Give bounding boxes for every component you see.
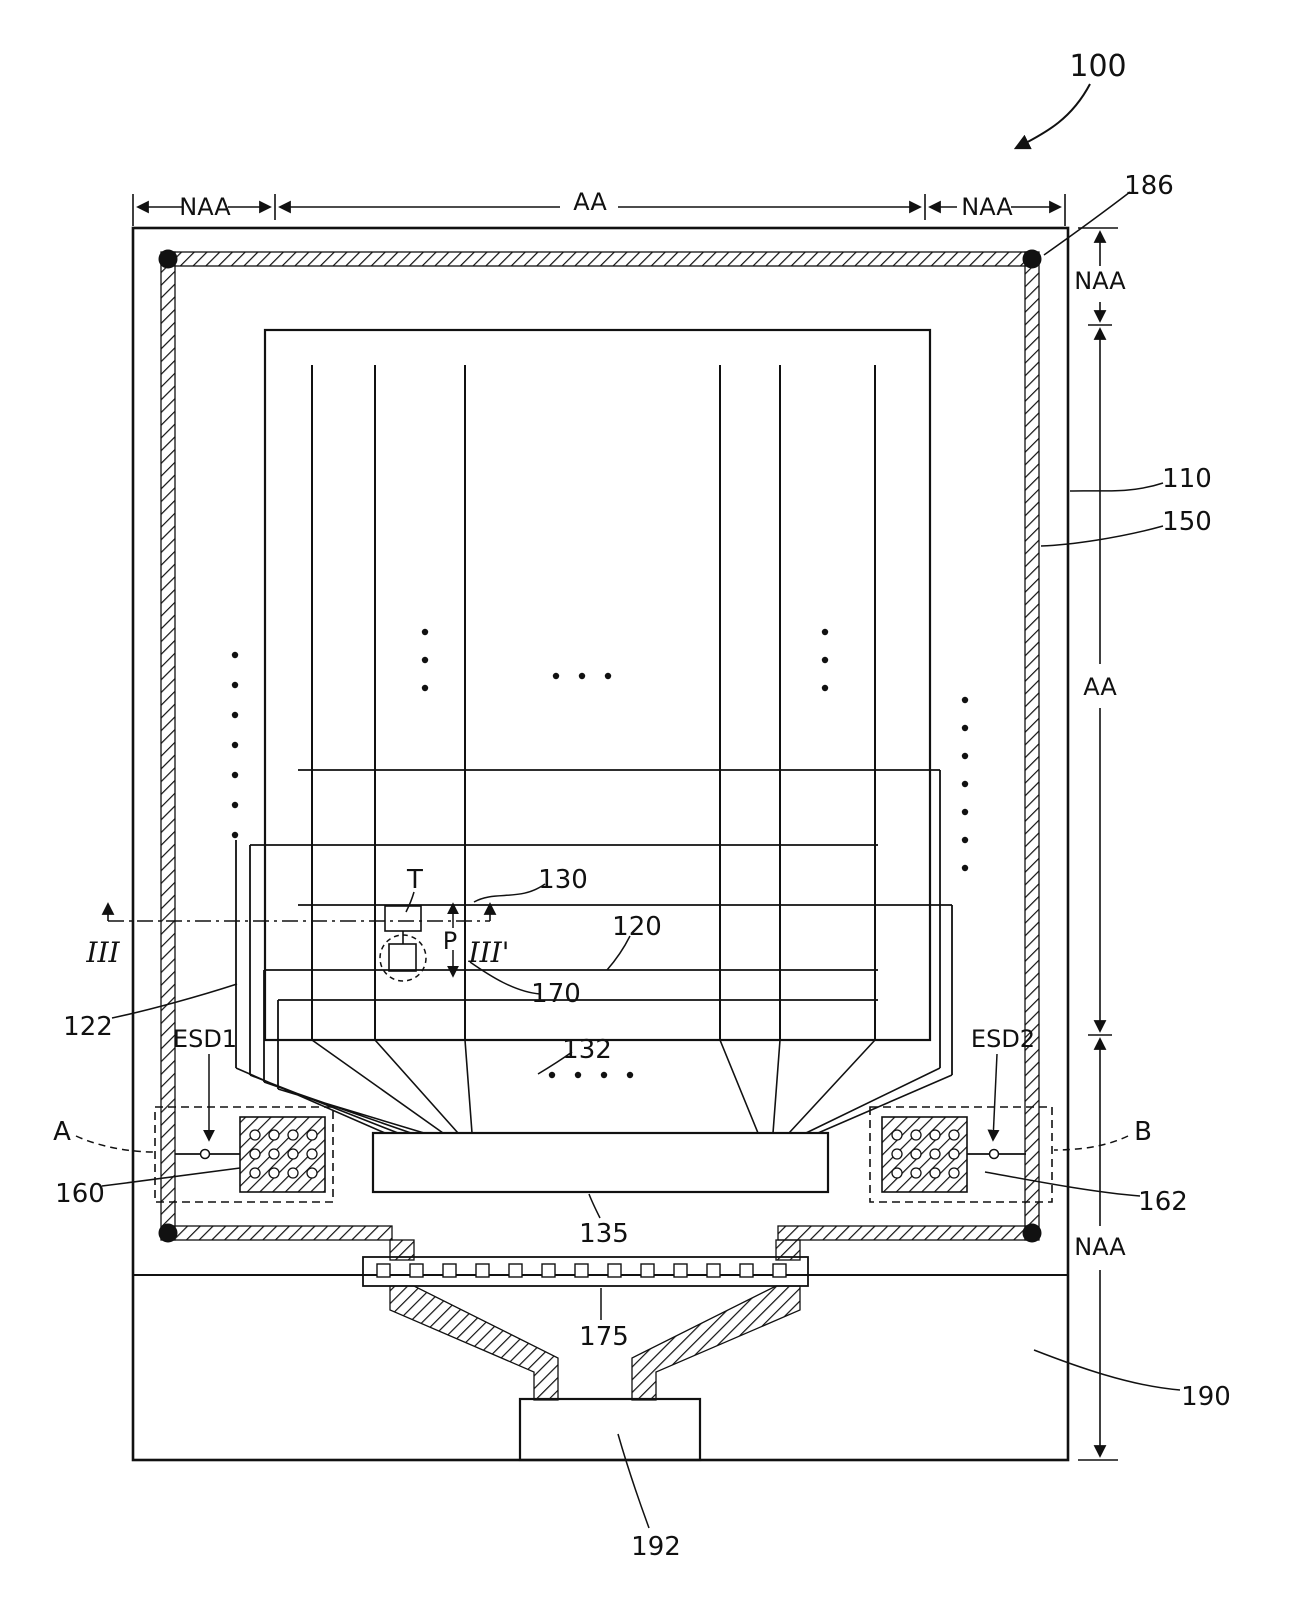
dim-naa-top-right: NAA <box>961 193 1013 221</box>
esd-right <box>869 1106 1053 1203</box>
connector-block <box>518 1397 702 1462</box>
esd-right-dots <box>891 1129 960 1179</box>
pad-row-outline <box>362 1256 809 1287</box>
seal-bottom-right <box>777 1225 1027 1241</box>
tft-top-box <box>384 905 422 932</box>
dim-naa-right-bottom: NAA <box>1074 1233 1126 1261</box>
dim-aa-right: AA <box>1083 673 1117 701</box>
label-130: 130 <box>538 865 588 895</box>
fanout-link-lines <box>235 1039 953 1134</box>
leader-b <box>1053 1135 1129 1151</box>
leader-135 <box>588 1193 601 1219</box>
driver-ic <box>371 1131 830 1194</box>
label-132: 132 <box>562 1035 612 1065</box>
leader-186 <box>1043 191 1131 256</box>
seal-top <box>167 251 1033 267</box>
label-b: B <box>1134 1117 1152 1147</box>
gate-lines <box>235 769 953 1089</box>
label-100: 100 <box>1069 49 1126 84</box>
label-120: 120 <box>612 912 662 942</box>
leader-120 <box>606 935 631 971</box>
leader-esd2-arrow <box>987 1053 1000 1142</box>
label-150: 150 <box>1162 507 1212 537</box>
dim-naa-top-left: NAA <box>179 193 231 221</box>
label-135: 135 <box>579 1219 629 1249</box>
ellipsis-dots <box>231 628 969 1079</box>
esd-right-dashed-box <box>869 1106 1053 1203</box>
label-110: 110 <box>1162 464 1212 494</box>
label-190: 190 <box>1181 1382 1231 1412</box>
fpc-hatched-bands <box>389 1239 801 1401</box>
corner-dot-top-left <box>158 249 178 269</box>
seal-left <box>160 251 176 1241</box>
dim-naa-right-top: NAA <box>1074 267 1126 295</box>
leader-122 <box>111 983 238 1019</box>
pixel-detail <box>379 902 459 982</box>
corner-marks <box>158 249 1042 1243</box>
leader-lines <box>75 83 1181 1529</box>
section-line <box>101 902 497 922</box>
esd-left-dashed-box <box>154 1106 334 1203</box>
leader-162 <box>984 1171 1141 1197</box>
label-162: 162 <box>1138 1187 1188 1217</box>
leader-130 <box>473 883 546 903</box>
tft-dashed-circle <box>379 934 427 982</box>
seal-bottom-left <box>167 1225 393 1241</box>
label-t: T <box>406 865 423 895</box>
corner-dot-bottom-left <box>158 1223 178 1243</box>
leader-110 <box>1069 482 1164 492</box>
corner-dot-bottom-right <box>1022 1223 1042 1243</box>
label-section-left: III <box>85 936 120 969</box>
leader-100 <box>1013 83 1091 150</box>
seal-line <box>160 251 1040 1241</box>
label-160: 160 <box>55 1179 105 1209</box>
leader-170 <box>469 961 541 995</box>
label-esd2: ESD2 <box>971 1025 1035 1053</box>
leader-160 <box>101 1167 241 1187</box>
dim-aa-top: AA <box>573 188 607 216</box>
leader-150 <box>1040 525 1164 547</box>
leader-132 <box>537 1051 573 1075</box>
dimension-top-ticks <box>132 194 1066 226</box>
esd-right-node <box>988 1148 1000 1160</box>
label-186: 186 <box>1124 171 1174 201</box>
leader-a <box>75 1135 155 1153</box>
esd-left-node <box>199 1148 211 1160</box>
leader-192 <box>617 1433 650 1529</box>
label-a: A <box>53 1117 71 1147</box>
pixel-electrode-box <box>388 943 417 972</box>
label-175: 175 <box>579 1322 629 1352</box>
fpc-stub-left <box>389 1239 415 1261</box>
data-lines <box>311 365 876 1040</box>
leader-t <box>405 891 415 913</box>
esd-left-dots <box>249 1129 318 1179</box>
label-p: P <box>443 927 457 955</box>
label-section-right: III' <box>468 936 510 969</box>
labels: 100 186 110 150 122 ESD1 ESD2 A B 160 16… <box>53 49 1231 1562</box>
esd-left <box>154 1106 334 1203</box>
fpc-band-right <box>631 1285 801 1401</box>
seal-right <box>1024 251 1040 1241</box>
dimension-top: NAA AA NAA <box>132 188 1066 226</box>
pads <box>376 1263 787 1278</box>
pad-row <box>362 1256 809 1287</box>
label-122: 122 <box>63 1012 113 1042</box>
dimension-right: NAA AA NAA <box>1074 227 1126 1461</box>
label-192: 192 <box>631 1532 681 1562</box>
display-area-outline <box>263 328 932 1042</box>
dimension-right-ticks <box>1078 227 1118 1461</box>
corner-dot-top-right <box>1022 249 1042 269</box>
label-170: 170 <box>531 979 581 1009</box>
label-esd1: ESD1 <box>173 1025 237 1053</box>
fpc-band-left <box>389 1285 559 1401</box>
leader-190 <box>1033 1349 1181 1391</box>
